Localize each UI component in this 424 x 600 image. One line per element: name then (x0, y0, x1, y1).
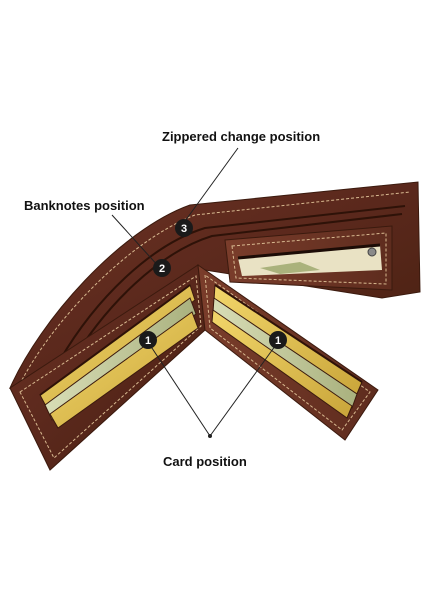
svg-text:3: 3 (181, 223, 187, 235)
card-position-label: Card position (163, 454, 247, 469)
marker-3: 3 (175, 219, 193, 237)
banknotes-label: Banknotes position (24, 198, 145, 213)
svg-text:1: 1 (145, 335, 151, 347)
svg-text:2: 2 (159, 263, 165, 275)
zipper-pull-icon (367, 247, 377, 257)
marker-1-right: 1 (269, 331, 287, 349)
left-card-panel (9, 264, 206, 471)
svg-text:1: 1 (275, 335, 281, 347)
zippered-pocket (224, 225, 393, 291)
marker-2: 2 (153, 259, 171, 277)
pointer-junction (208, 434, 212, 438)
right-card-panel (197, 263, 379, 441)
marker-1-left: 1 (139, 331, 157, 349)
zippered-change-label: Zippered change position (162, 129, 321, 144)
pointer-lines (111, 147, 279, 437)
left-card-slots (39, 284, 199, 429)
right-card-slots (211, 284, 363, 419)
